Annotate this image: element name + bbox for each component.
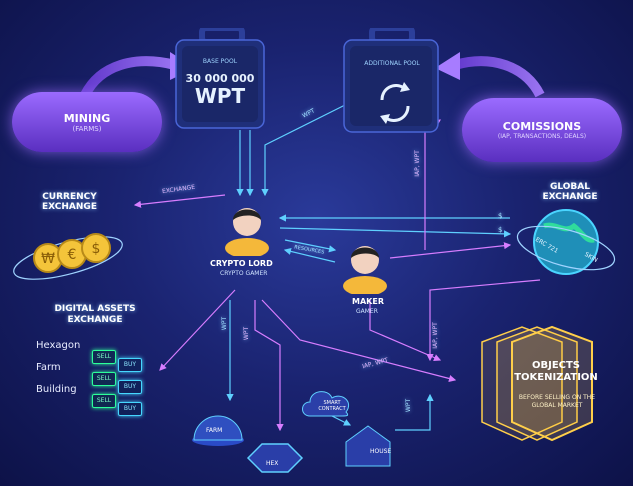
farm-dome-icon	[192, 415, 244, 446]
flow-label-wpt-left: WPT	[221, 316, 229, 331]
flow-house-to-tokenization	[395, 393, 434, 431]
tokenization-hexagons	[481, 325, 593, 442]
crypto-lord-avatar-icon	[225, 208, 269, 256]
globe-icon	[516, 209, 616, 275]
refresh-icon	[380, 84, 410, 122]
cloud-icon	[302, 391, 350, 417]
comissions-to-additional-arrow	[453, 56, 545, 98]
hex-tile-icon	[246, 443, 304, 473]
flow-lord-to-tokenization	[261, 299, 457, 382]
comissions-node: COMISSIONS (IAP, TRANSACTIONS, DEALS)	[462, 98, 622, 162]
base-pool-case: BASE POOL 30 000 000 WPT	[174, 25, 269, 130]
svg-text:$: $	[92, 241, 101, 257]
svg-text:€: €	[68, 247, 77, 263]
comissions-arrow-head	[435, 52, 460, 80]
flow-resources-back	[283, 247, 336, 263]
sell-button[interactable]: SELL	[92, 350, 116, 364]
sell-button[interactable]: SELL	[92, 372, 116, 386]
mining-subtitle: (FARMS)	[72, 124, 102, 133]
flow-label-dollar-b: $	[498, 226, 503, 234]
flow-lord-to-assets	[159, 289, 236, 371]
digital-assets-title: DIGITAL ASSETS EXCHANGE	[54, 304, 136, 325]
flow-lord-to-hex	[254, 300, 284, 432]
currency-exchange-title: CURRENCY EXCHANGE	[42, 192, 97, 212]
house-label: HOUSE	[370, 448, 392, 455]
coins-icon: ₩ € $	[13, 233, 123, 280]
flow-additional-to-lord	[261, 104, 346, 197]
crypto-lord-title: CRYPTO LORD	[210, 259, 273, 268]
maker-subtitle: GAMER	[356, 308, 378, 315]
flow-label-iap-wpt-right: IAP, WPT	[413, 150, 421, 177]
mining-node: MINING (FARMS)	[12, 92, 162, 152]
briefcase-icon	[343, 25, 439, 133]
flow-lord-to-global	[279, 227, 512, 238]
flow-label-wpt-bottom: WPT	[405, 398, 413, 413]
additional-pool-case: ADDITIONAL POOL	[342, 25, 442, 136]
base-pool-amount: 30 000 000	[185, 72, 255, 85]
house-icon	[345, 425, 391, 467]
flow-lord-to-exchange	[133, 194, 226, 208]
crypto-lord-subtitle: CRYPTO GAMER	[220, 270, 268, 277]
flow-iap-to-additional	[424, 119, 441, 250]
hex-label: HEX	[266, 460, 279, 467]
base-pool-label: BASE POOL	[202, 58, 238, 65]
comissions-title: COMISSIONS	[502, 120, 582, 133]
flow-global-to-tokenization	[426, 279, 541, 362]
farm-label: FARM	[206, 427, 223, 434]
asset-row-label: Building	[36, 384, 77, 395]
tokenization-subtitle: BEFORE SELLING ON THE GLOBAL MARKET	[518, 394, 596, 409]
base-pool-currency: WPT	[194, 84, 246, 108]
maker-avatar-icon	[343, 246, 387, 294]
smart-contract-label: SMART CONTRACT	[318, 400, 346, 412]
mining-title: MINING	[63, 111, 111, 125]
flow-label-iap-wpt-maker: IAP, WPT	[431, 322, 439, 349]
flow-resources	[284, 239, 337, 253]
comissions-subtitle: (IAP, TRANSACTIONS, DEALS)	[497, 133, 587, 140]
flow-maker-to-tokenization	[369, 300, 442, 361]
sell-button[interactable]: SELL	[92, 394, 116, 408]
buy-button[interactable]: BUY	[118, 358, 142, 372]
additional-pool-label: ADDITIONAL POOL	[364, 60, 420, 67]
asset-row-label: Farm	[36, 362, 61, 373]
asset-row-label: Hexagon	[36, 340, 81, 351]
global-exchange-title: GLOBAL EXCHANGE	[542, 182, 598, 202]
tokenization-title: OBJECTS TOKENIZATION	[514, 360, 598, 383]
mining-to-base-arrow	[80, 56, 177, 98]
flow-label-dollar-a: $	[498, 212, 503, 220]
flow-label-wpt-mid: WPT	[243, 326, 251, 341]
briefcase-icon	[175, 25, 265, 129]
flow-maker-to-global	[389, 242, 512, 259]
buy-button[interactable]: BUY	[118, 402, 142, 416]
svg-text:₩: ₩	[41, 251, 55, 267]
maker-title: MAKER	[352, 297, 384, 306]
buy-button[interactable]: BUY	[118, 380, 142, 394]
